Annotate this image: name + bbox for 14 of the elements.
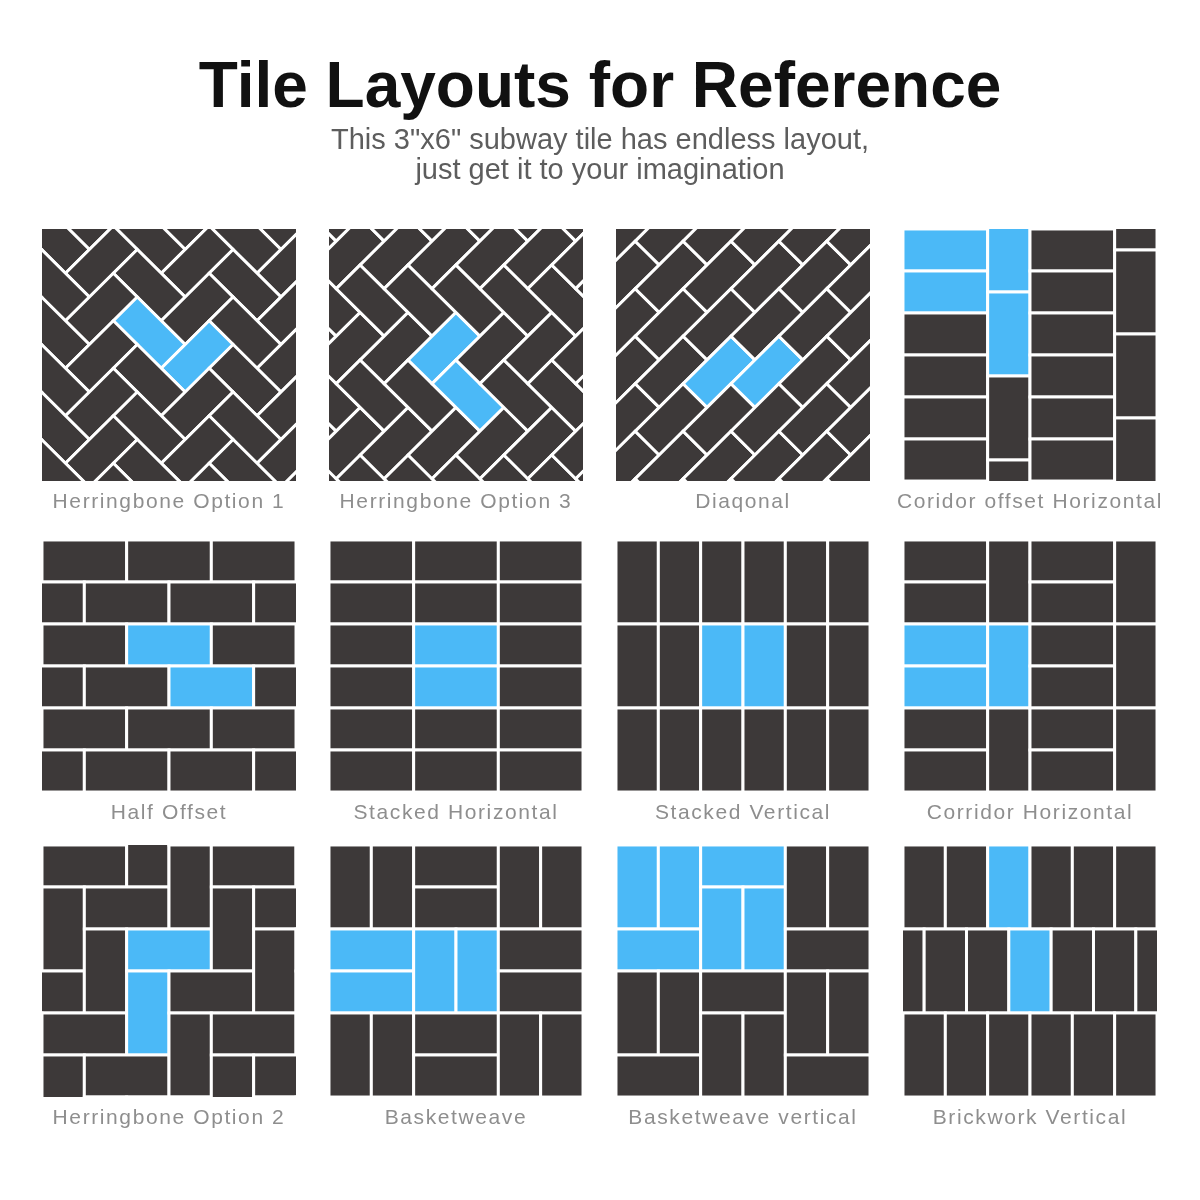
pattern-caption: Diaqonal bbox=[694, 488, 792, 514]
pattern-caption: Herringbone Option 3 bbox=[338, 488, 574, 514]
pattern-caption: Stacked Horizontal bbox=[352, 799, 560, 825]
title: Tile Layouts for Reference bbox=[197, 48, 1003, 123]
pattern-caption: Coridor offset Horizontal bbox=[895, 488, 1165, 514]
pattern-caption: Herringbone Option 2 bbox=[51, 1104, 287, 1130]
pattern-caption: Basketweave vertical bbox=[627, 1104, 859, 1130]
pattern-caption: Stacked Vertical bbox=[653, 799, 833, 825]
pattern-caption: Brickwork Vertical bbox=[931, 1104, 1129, 1130]
pattern-caption: Herringbone Option 1 bbox=[51, 488, 287, 514]
pattern-caption: Half Offset bbox=[109, 799, 229, 825]
subtitle: This 3"x6" subway tile has endless layout, just get it to your imagination bbox=[330, 124, 870, 184]
pattern-caption: Basketweave bbox=[383, 1104, 529, 1130]
pattern-caption: Corridor Horizontal bbox=[925, 799, 1135, 825]
